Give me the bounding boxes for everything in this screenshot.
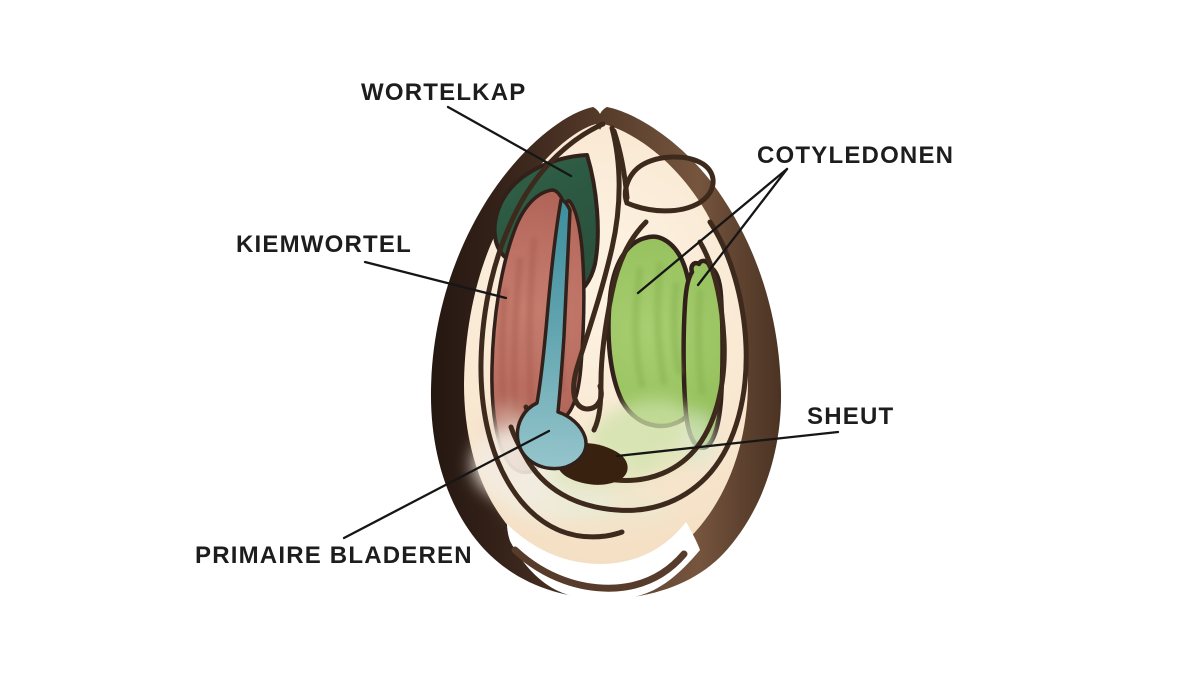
seed-base-rim (511, 546, 688, 592)
leader-line-wortelkap (446, 105, 573, 178)
seed-base-opening (507, 522, 700, 601)
label-primaire-bladeren: PRIMAIRE BLADEREN (195, 542, 473, 569)
leader-line-cotyledonen-2 (696, 167, 789, 287)
leader-lines (342, 105, 840, 540)
loop-fold (622, 154, 716, 214)
label-kiemwortel: KIEMWORTEL (236, 231, 412, 258)
leader-line-cotyledonen-1 (636, 167, 789, 295)
leader-line-kiemwortel (363, 260, 508, 300)
fold-hook (571, 125, 622, 412)
primary-leaves-shape (515, 198, 588, 471)
label-wortelkap: WORTELKAP (361, 79, 527, 106)
membrane-left (478, 121, 625, 540)
fold-channel (591, 219, 649, 433)
label-cotyledonen: COTYLEDONEN (757, 142, 955, 169)
leader-line-primaire-bladeren (342, 429, 551, 540)
embryo-axis (515, 198, 628, 485)
leader-line-sheut (615, 430, 840, 458)
label-sheut: SHEUT (807, 403, 895, 430)
